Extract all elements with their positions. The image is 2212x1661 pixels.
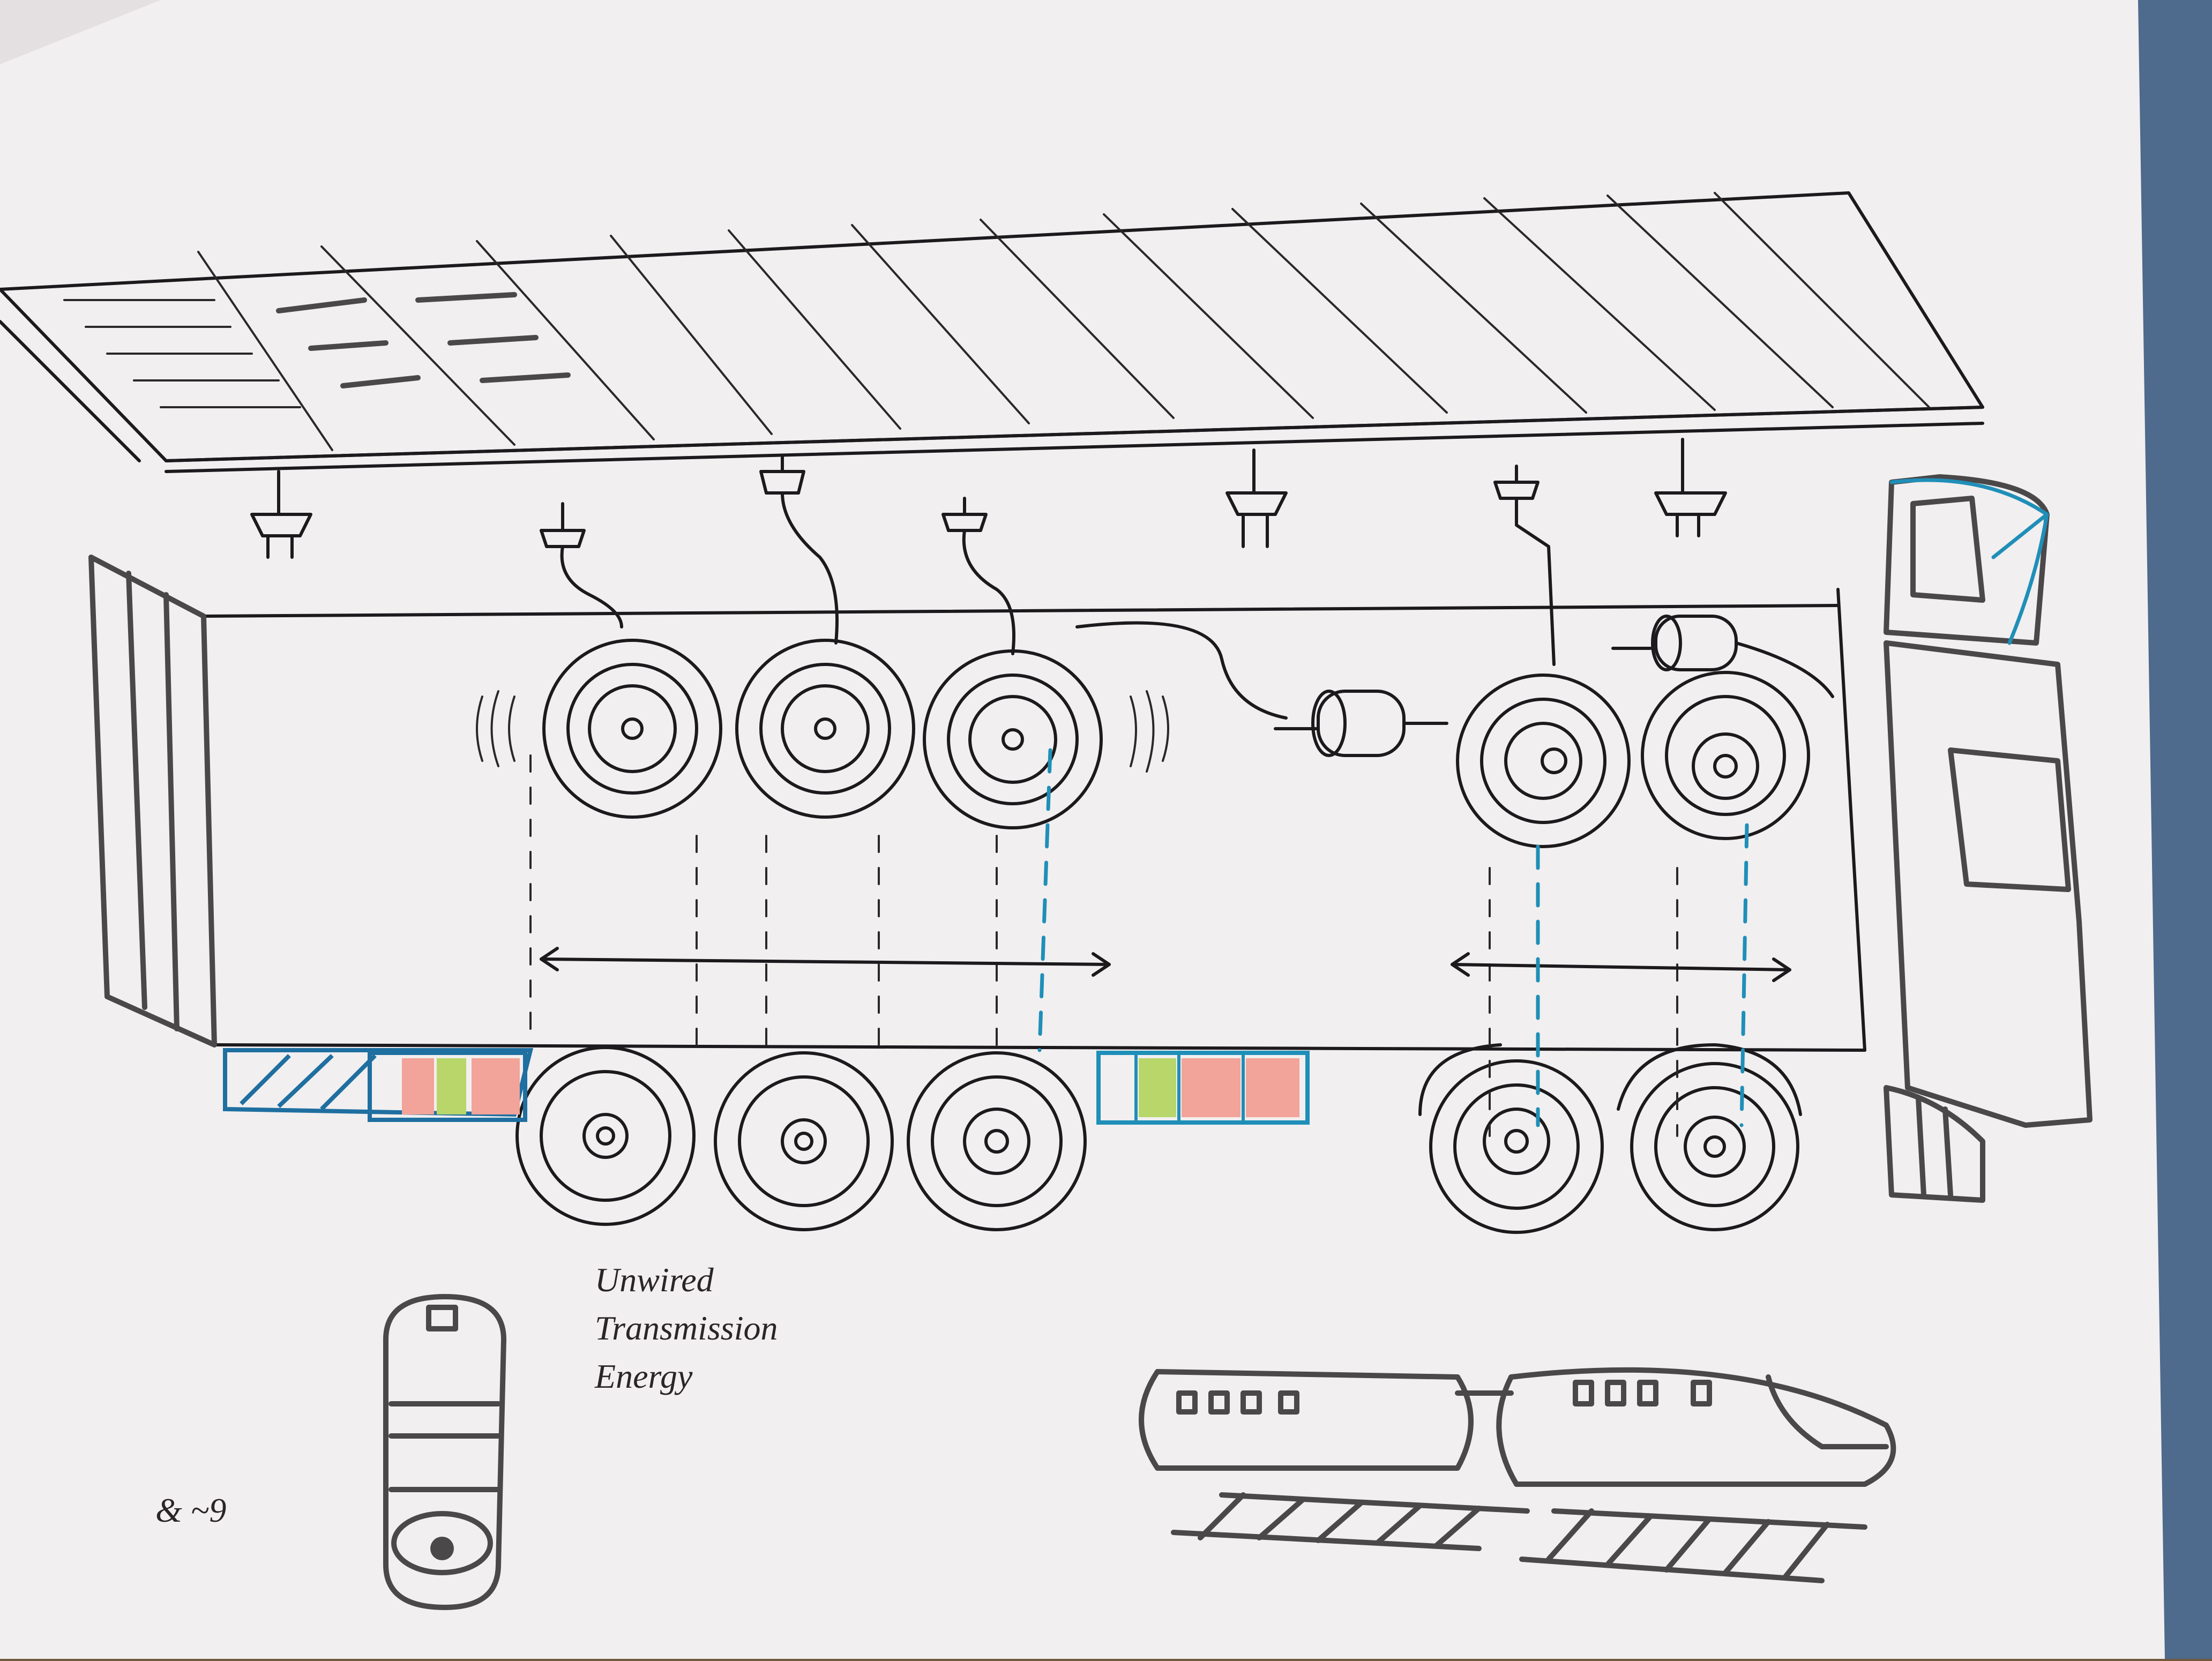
label-line-3: Energy [594,1357,693,1395]
corner-mark: & ~9 [155,1491,226,1529]
label-line-2: Transmission [595,1309,778,1347]
label-line-1: Unwired [595,1261,714,1299]
